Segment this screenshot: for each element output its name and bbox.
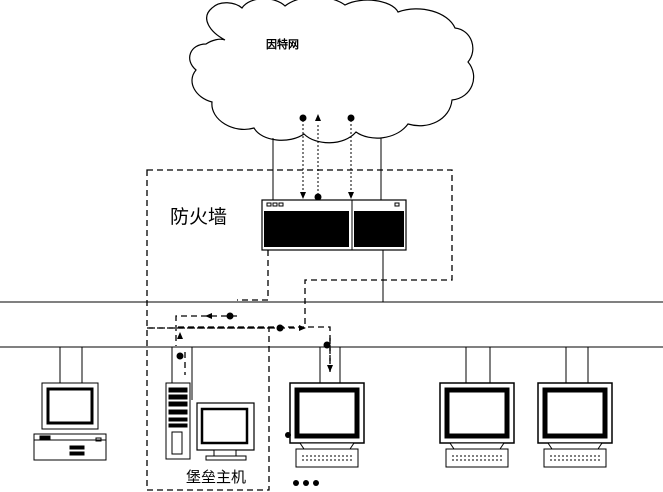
desktop-pc-icon xyxy=(439,347,515,468)
desktop-pc-icon xyxy=(33,347,107,461)
firewall-zone-border xyxy=(146,169,453,329)
traffic-flow-internet xyxy=(302,120,352,196)
firewall-label: 防火墙 xyxy=(170,206,228,228)
monitor-icon xyxy=(196,402,255,461)
cloud-icon xyxy=(189,0,475,144)
bastion-zone-border xyxy=(146,327,270,491)
tower-server-icon xyxy=(165,347,193,460)
desktop-pc-icon xyxy=(537,347,613,468)
desktop-pc-icon xyxy=(289,347,365,468)
firewall-device-icon xyxy=(261,199,407,251)
traffic-flow-bastion xyxy=(175,250,331,375)
ellipsis-icon xyxy=(285,432,319,486)
bastion-host-label: 堡垒主机 xyxy=(186,468,247,486)
internet-label: 因特网 xyxy=(266,38,299,51)
